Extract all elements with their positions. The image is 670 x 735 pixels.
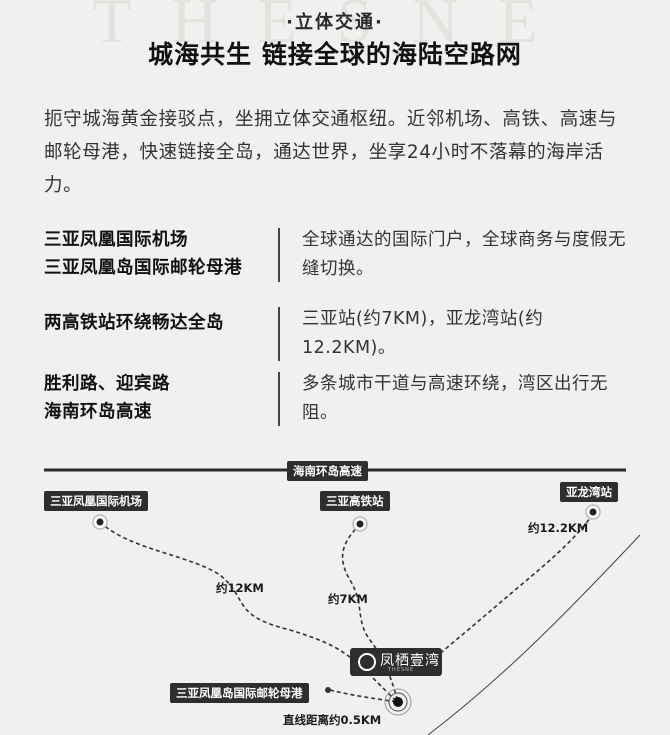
intro-paragraph: 扼守城海黄金接驳点，坐拥立体交通枢纽。近邻机场、高铁、高速与邮轮母港，快速链接全… <box>44 109 618 196</box>
pin-yalong <box>585 504 601 520</box>
brand-name: 凤栖壹湾 <box>380 653 440 669</box>
row-left-text: 胜利路、迎宾路 海南环岛高速 <box>44 370 276 426</box>
rail-distance: 约7KM <box>328 592 368 606</box>
airport-distance: 约12KM <box>216 581 264 595</box>
airport-label: 三亚凤凰国际机场 <box>44 491 148 511</box>
row-divider <box>278 307 280 361</box>
pin-airport <box>92 514 108 530</box>
row-title-line: 两高铁站环绕畅达全岛 <box>44 313 224 333</box>
pin-port-dot <box>325 687 331 693</box>
section-tag: ·立体交通· <box>286 12 384 33</box>
yalong-distance: 约12.2KM <box>528 521 589 535</box>
row-left-text: 两高铁站环绕畅达全岛 <box>44 309 276 337</box>
coastline <box>427 534 641 735</box>
pin-rail-station <box>352 516 368 532</box>
yalong-station-label: 亚龙湾站 <box>560 482 618 502</box>
project-brand-badge: 凤栖壹湾 THESNE <box>350 648 442 676</box>
rail-station-label: 三亚高铁站 <box>320 491 390 511</box>
route-yalong <box>429 513 594 663</box>
row-left-text: 三亚凤凰国际机场 三亚凤凰岛国际邮轮母港 <box>44 226 276 282</box>
transport-row-air-sea: 三亚凤凰国际机场 三亚凤凰岛国际邮轮母港 全球通达的国际门户，全球商务与度假无缝… <box>44 226 634 286</box>
transport-row-road: 胜利路、迎宾路 海南环岛高速 多条城市干道与高速环绕，湾区出行无阻。 <box>44 370 634 430</box>
row-description: 全球通达的国际门户，全球商务与度假无缝切换。 <box>302 230 626 279</box>
port-distance: 直线距离约0.5KM <box>283 713 382 727</box>
row-title-line: 三亚凤凰岛国际邮轮母港 <box>44 258 242 278</box>
cruise-port-label: 三亚凤凰岛国际邮轮母港 <box>170 683 309 703</box>
brand-logo-icon <box>358 653 376 671</box>
brand-subtitle: THESNE <box>388 667 415 673</box>
row-title-line: 海南环岛高速 <box>44 402 152 422</box>
row-description: 三亚站(约7KM)，亚龙湾站(约12.2KM)。 <box>302 309 544 358</box>
row-divider <box>278 372 280 426</box>
row-title-line: 三亚凤凰国际机场 <box>44 230 188 250</box>
row-divider <box>278 228 280 282</box>
highway-label: 海南环岛高速 <box>287 461 368 481</box>
row-description: 多条城市干道与高速环绕，湾区出行无阻。 <box>302 374 608 423</box>
transport-row-rail: 两高铁站环绕畅达全岛 三亚站(约7KM)，亚龙湾站(约12.2KM)。 <box>44 305 634 365</box>
pin-project <box>384 688 412 716</box>
background-watermark: THESNE <box>92 0 578 56</box>
row-title-line: 胜利路、迎宾路 <box>44 374 170 394</box>
page-headline: 城海共生 链接全球的海陆空路网 <box>148 40 522 69</box>
route-port <box>329 689 399 703</box>
route-airport <box>99 521 399 703</box>
